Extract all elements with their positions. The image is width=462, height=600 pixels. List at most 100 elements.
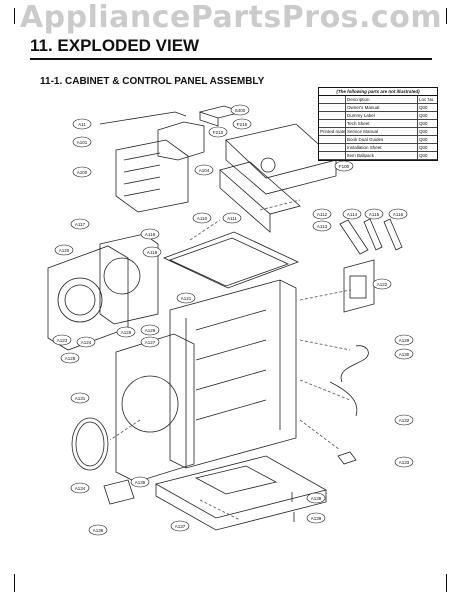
part-bracket-top: [157, 121, 205, 161]
callout-a100: A100: [72, 166, 92, 178]
svg-text:A111: A111: [227, 216, 237, 221]
callout-a123: A123: [52, 334, 72, 346]
part-drain-pump: [337, 451, 357, 465]
callout-a114: A114: [342, 208, 362, 220]
part-hose-bar: [99, 111, 187, 125]
table-cell-group-label: Printed material: [319, 128, 345, 136]
callout-a139: A139: [306, 512, 326, 524]
part-door-gasket: [71, 417, 109, 471]
not-illustrated-parts-table: (The following parts are not illustrated…: [318, 87, 438, 161]
svg-text:A133: A133: [399, 460, 410, 465]
callout-labels: A11 A101 A100 A104 F210 F216 S400 F100 A…: [52, 104, 414, 536]
table-cell-desc: Tech Sheet: [345, 120, 417, 128]
svg-text:A134: A134: [75, 486, 86, 491]
callout-s400: S400: [230, 104, 250, 116]
svg-text:A117: A117: [75, 222, 86, 227]
callout-a133: A133: [394, 456, 414, 468]
table-cell-group: [319, 152, 345, 160]
callout-a110: A110: [192, 212, 212, 224]
svg-text:A139: A139: [311, 516, 322, 521]
table-cell-desc: Installation Sheet: [345, 144, 417, 152]
diagram-parts: [47, 105, 403, 531]
table-header-description: Description: [345, 96, 417, 104]
svg-text:A128: A128: [65, 356, 76, 361]
callout-a104: A104: [194, 164, 214, 176]
callout-a118: A118: [140, 228, 160, 240]
callout-a131: A131: [70, 392, 90, 404]
watermark-text: AppliancePartsPros.com: [19, 0, 443, 35]
callout-a124: A124: [76, 336, 96, 348]
svg-text:A11: A11: [78, 122, 86, 127]
callout-f210: F210: [208, 126, 228, 138]
part-tub-front: [47, 245, 129, 351]
svg-text:S400: S400: [235, 108, 246, 113]
callout-a112: A112: [312, 208, 332, 220]
callout-f100: F100: [334, 160, 354, 172]
svg-text:A118: A118: [145, 232, 156, 237]
table-cell-loc: Q00: [417, 128, 437, 136]
callout-a125: A125: [116, 326, 136, 338]
part-valves: [339, 218, 403, 255]
svg-text:A116: A116: [393, 212, 404, 217]
callout-a137: A137: [170, 520, 190, 532]
svg-text:A130: A130: [399, 352, 410, 357]
section-subtitle: 11-1. CABINET & CONTROL PANEL ASSEMBLY: [40, 76, 265, 87]
svg-text:A138: A138: [311, 496, 322, 501]
callout-a11: A11: [72, 118, 92, 130]
svg-text:A132: A132: [399, 418, 410, 423]
callout-a117: A117: [70, 218, 90, 230]
crop-mark: [14, 574, 15, 592]
table-cell-group: [319, 120, 345, 128]
crop-mark: [14, 8, 15, 24]
table-cell-loc: Q00: [417, 120, 437, 128]
svg-text:A135: A135: [135, 480, 146, 485]
svg-text:A119: A119: [147, 250, 158, 255]
svg-text:A126: A126: [145, 328, 156, 333]
svg-text:A115: A115: [369, 212, 380, 217]
part-drawer: [219, 161, 301, 233]
svg-text:A123: A123: [57, 338, 68, 343]
svg-text:F100: F100: [339, 164, 350, 169]
part-foot-bracket: [103, 479, 135, 505]
table-cell-desc: Book Dual Guides: [345, 136, 417, 144]
svg-text:A120: A120: [59, 248, 70, 253]
part-panel-knob: [260, 157, 276, 173]
svg-text:A110: A110: [197, 216, 208, 221]
svg-text:A113: A113: [317, 224, 328, 229]
callout-a132: A132: [394, 414, 414, 426]
callout-a129: A129: [394, 334, 414, 346]
table-cell-loc: Q00: [417, 144, 437, 152]
table-cell-group: [319, 136, 345, 144]
page-title: 11. EXPLODED VIEW: [30, 36, 200, 55]
svg-text:A100: A100: [77, 170, 88, 175]
table-cell-group: [319, 112, 345, 120]
svg-text:F210: F210: [213, 130, 224, 135]
part-cabinet-top: [162, 231, 300, 289]
part-rear-cover: [343, 259, 375, 313]
svg-text:A127: A127: [145, 340, 156, 345]
table-cell-loc: Q00: [417, 152, 437, 160]
table-cell-desc: Owner's Manual: [345, 104, 417, 112]
table-cell-loc: Q00: [417, 112, 437, 120]
svg-text:A114: A114: [347, 212, 358, 217]
table-cell-loc: Q00: [417, 104, 437, 112]
callout-a119: A119: [142, 246, 162, 258]
callout-a134: A134: [70, 482, 90, 494]
table-cell-desc: Service Manual: [345, 128, 417, 136]
callout-a127: A127: [140, 336, 160, 348]
svg-text:A122: A122: [377, 282, 388, 287]
table-header-loc: Loc No.: [417, 96, 437, 104]
svg-text:A101: A101: [77, 140, 88, 145]
table-header-blank: [319, 96, 345, 104]
part-main-pcb: [115, 139, 189, 213]
callout-a115: A115: [364, 208, 384, 220]
callout-a130: A130: [394, 348, 414, 360]
table-cell-desc: Item Ballpack: [345, 152, 417, 160]
table-cell-desc: Dummy Label: [345, 112, 417, 120]
callout-a121: A121: [176, 292, 196, 304]
part-front-panel: [115, 333, 195, 483]
table-cell-group: [319, 144, 345, 152]
svg-text:A125: A125: [121, 330, 132, 335]
svg-text:F216: F216: [237, 122, 248, 127]
